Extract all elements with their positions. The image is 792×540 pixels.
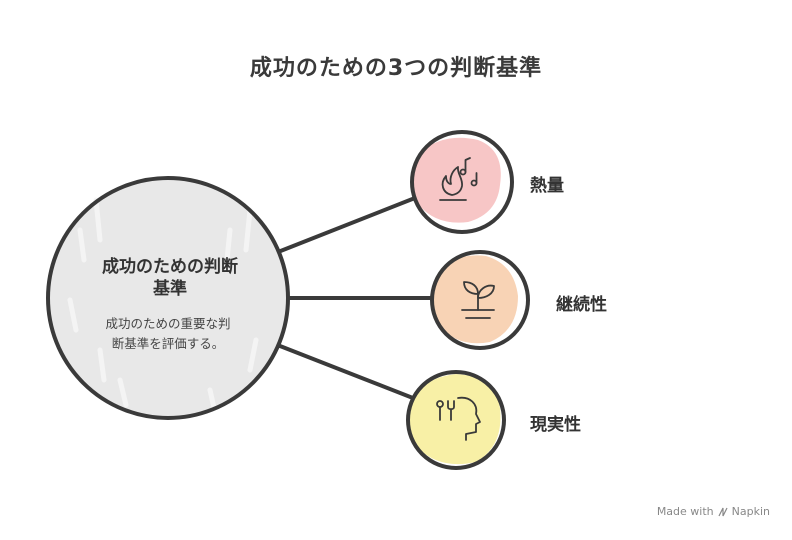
head-tools-icon: [436, 396, 481, 441]
watermark-prefix: Made with: [656, 505, 714, 518]
node-3: [406, 370, 506, 470]
center-title-line-2: 基準: [153, 279, 187, 299]
watermark: Made with Napkin: [657, 505, 770, 518]
node-2: [430, 250, 530, 350]
page-title: 成功のための3つの判断基準: [249, 56, 543, 81]
center-subtitle-line-2: 断基準を評価する。: [111, 336, 225, 351]
node-label-genjitsusei: 現実性: [530, 415, 581, 435]
center-subtitle-line-1: 成功のための重要な判: [105, 316, 231, 331]
connector-1: [276, 194, 422, 254]
center-node: [46, 176, 290, 420]
node-1: [410, 130, 514, 234]
connector-3: [278, 344, 420, 402]
center-subtitle: 成功のための重要な判 断基準を評価する。: [78, 314, 258, 354]
center-title: 成功のための判断 基準: [60, 256, 280, 300]
center-title-line-1: 成功のための判断: [102, 257, 238, 277]
node-label-netsuryo: 熱量: [530, 176, 564, 196]
watermark-brand: Napkin: [731, 505, 770, 518]
node-label-keizokusei: 継続性: [556, 295, 607, 315]
napkin-logo-icon: [718, 507, 728, 516]
sprout-hand-icon: [461, 281, 495, 319]
fire-music-icon: [439, 157, 478, 201]
